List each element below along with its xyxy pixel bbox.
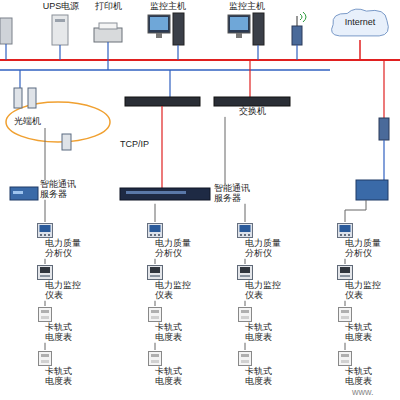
- device-label: 卡轨式电度表: [45, 367, 74, 387]
- bus-wire: [245, 259, 246, 264]
- bus-wire: [155, 204, 156, 222]
- watermark: www.: [352, 388, 374, 398]
- device-node: 打印机: [86, 2, 130, 12]
- bus-wire: [155, 301, 156, 306]
- device-node: UPS电源: [38, 2, 84, 12]
- bus-wire: [155, 343, 156, 350]
- bus-wire: [245, 343, 246, 350]
- device-label: 卡轨式电度表: [245, 323, 274, 343]
- device-label: 电力质量分析仪: [155, 239, 193, 259]
- device-label: 交换机: [212, 107, 292, 117]
- device-node: 电力质量分析仪: [35, 222, 89, 259]
- device-node: 光端机: [4, 86, 50, 128]
- device-label: 光端机: [13, 117, 42, 127]
- device-node: 电力监控仪表: [235, 264, 289, 301]
- device-label: 卡轨式电度表: [155, 367, 184, 387]
- device-node: 电力监控仪表: [335, 264, 389, 301]
- device-label: 打印机: [86, 2, 130, 12]
- device-label: UPS电源: [38, 2, 84, 12]
- device-label: 卡轨式电度表: [45, 323, 74, 343]
- device-node: 卡轨式电度表: [235, 350, 289, 387]
- bus-wire: [45, 128, 46, 180]
- network-label: TCP/IP: [120, 140, 149, 150]
- device-label: 监控主机: [222, 2, 272, 12]
- device-label: 电力监控仪表: [345, 281, 383, 301]
- bus-wire: [45, 343, 46, 350]
- device-node: 卡轨式电度表: [335, 350, 389, 387]
- device-node: 电力监控仪表: [35, 264, 89, 301]
- device-label: 智能通讯服务器: [214, 184, 252, 204]
- bus-wire: [45, 301, 46, 306]
- device-label: 电力监控仪表: [155, 281, 193, 301]
- device-label: 电力监控仪表: [45, 281, 83, 301]
- device-node: 电力质量分析仪: [145, 222, 199, 259]
- device-label: 电力监控仪表: [245, 281, 283, 301]
- device-label: Internet: [345, 18, 376, 28]
- bus-wire: [45, 259, 46, 264]
- device-node: 卡轨式电度表: [145, 306, 199, 343]
- device-node: 交换机: [212, 96, 292, 117]
- device-label: 卡轨式电度表: [155, 323, 184, 343]
- bus-wire: [45, 200, 46, 222]
- device-label: 电力质量分析仪: [45, 239, 83, 259]
- bus-wire: [345, 343, 346, 350]
- cloud-outline: [332, 9, 389, 36]
- device-node: 卡轨式电度表: [35, 350, 89, 387]
- bus-wire: [345, 301, 346, 306]
- device-node: 智能通讯服务器: [8, 180, 88, 200]
- device-label: 电力质量分析仪: [345, 239, 383, 259]
- device-node: 卡轨式电度表: [145, 350, 199, 387]
- device-label: 卡轨式电度表: [345, 323, 374, 343]
- device-label: 智能通讯服务器: [40, 180, 78, 200]
- device-label: 电力质量分析仪: [245, 239, 283, 259]
- device-label: 监控主机: [143, 2, 193, 12]
- bus-wire: [245, 204, 246, 222]
- device-node: 电力监控仪表: [145, 264, 199, 301]
- device-node: 电力质量分析仪: [235, 222, 289, 259]
- device-label: 卡轨式电度表: [345, 367, 374, 387]
- bus-wire: [345, 259, 346, 264]
- bus-wire: [225, 117, 226, 184]
- device-node: 卡轨式电度表: [335, 306, 389, 343]
- device-label: 卡轨式电度表: [245, 367, 274, 387]
- device-node: 监控主机: [222, 2, 272, 12]
- device-node: 监控主机: [143, 2, 193, 12]
- device-node: 智能通讯服务器: [118, 184, 258, 204]
- device-node: 电力质量分析仪: [335, 222, 389, 259]
- bus-wire: [245, 301, 246, 306]
- cloud-node: Internet: [328, 6, 392, 40]
- bus-wire: [155, 259, 156, 264]
- device-node: 卡轨式电度表: [35, 306, 89, 343]
- device-node: 卡轨式电度表: [235, 306, 289, 343]
